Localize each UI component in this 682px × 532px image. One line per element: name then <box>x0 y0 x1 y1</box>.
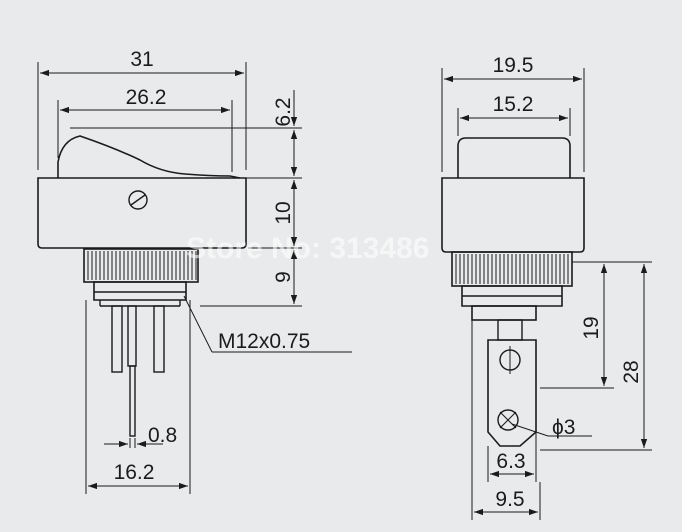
side-rocker <box>57 135 241 179</box>
watermark: Store No: 313486 <box>186 232 429 265</box>
bushing-knurl <box>87 251 197 280</box>
dim-bushing-height: 9 <box>272 271 295 283</box>
dim-front-overall-width: 19.5 <box>493 54 534 77</box>
front-nut <box>461 285 563 307</box>
side-pin <box>127 305 137 367</box>
indicator-light <box>128 190 148 210</box>
terminal-base <box>471 305 537 321</box>
dim-total-length: 28 <box>620 360 643 383</box>
dim-rocker-height: 6.2 <box>272 97 295 126</box>
bushing-knurl <box>455 254 569 284</box>
front-rocker <box>457 137 571 178</box>
dim-pin-width: 6.3 <box>496 450 525 473</box>
front-housing <box>441 177 585 253</box>
side-bushing <box>83 248 199 283</box>
side-housing <box>37 177 247 249</box>
dim-pin-thickness: 0.8 <box>148 424 177 447</box>
side-nut <box>93 281 187 301</box>
upper-tab <box>497 319 523 341</box>
mounting-hole <box>497 409 519 431</box>
dim-pin-span: 16.2 <box>114 461 155 484</box>
dim-hole-diameter: ϕ3 <box>552 416 575 439</box>
dim-body-height: 10 <box>272 201 295 224</box>
side-pin <box>111 305 123 373</box>
dim-pin-length: 19 <box>580 316 603 339</box>
terminal-blade <box>487 339 537 447</box>
side-pin <box>153 305 165 373</box>
dim-overall-width: 31 <box>130 48 153 71</box>
dim-rocker-width: 26.2 <box>126 86 167 109</box>
dim-base-width: 9.5 <box>495 488 524 511</box>
thread-spec: M12x0.75 <box>218 330 310 353</box>
dim-front-rocker-width: 15.2 <box>493 93 534 116</box>
side-view: 31 26.2 6.2 10 9 M12x0.75 0.8 16.2 <box>37 48 352 494</box>
side-pin-tip <box>129 365 136 437</box>
front-view: 19.5 15.2 19 28 ϕ3 6.3 9.5 <box>441 54 652 520</box>
